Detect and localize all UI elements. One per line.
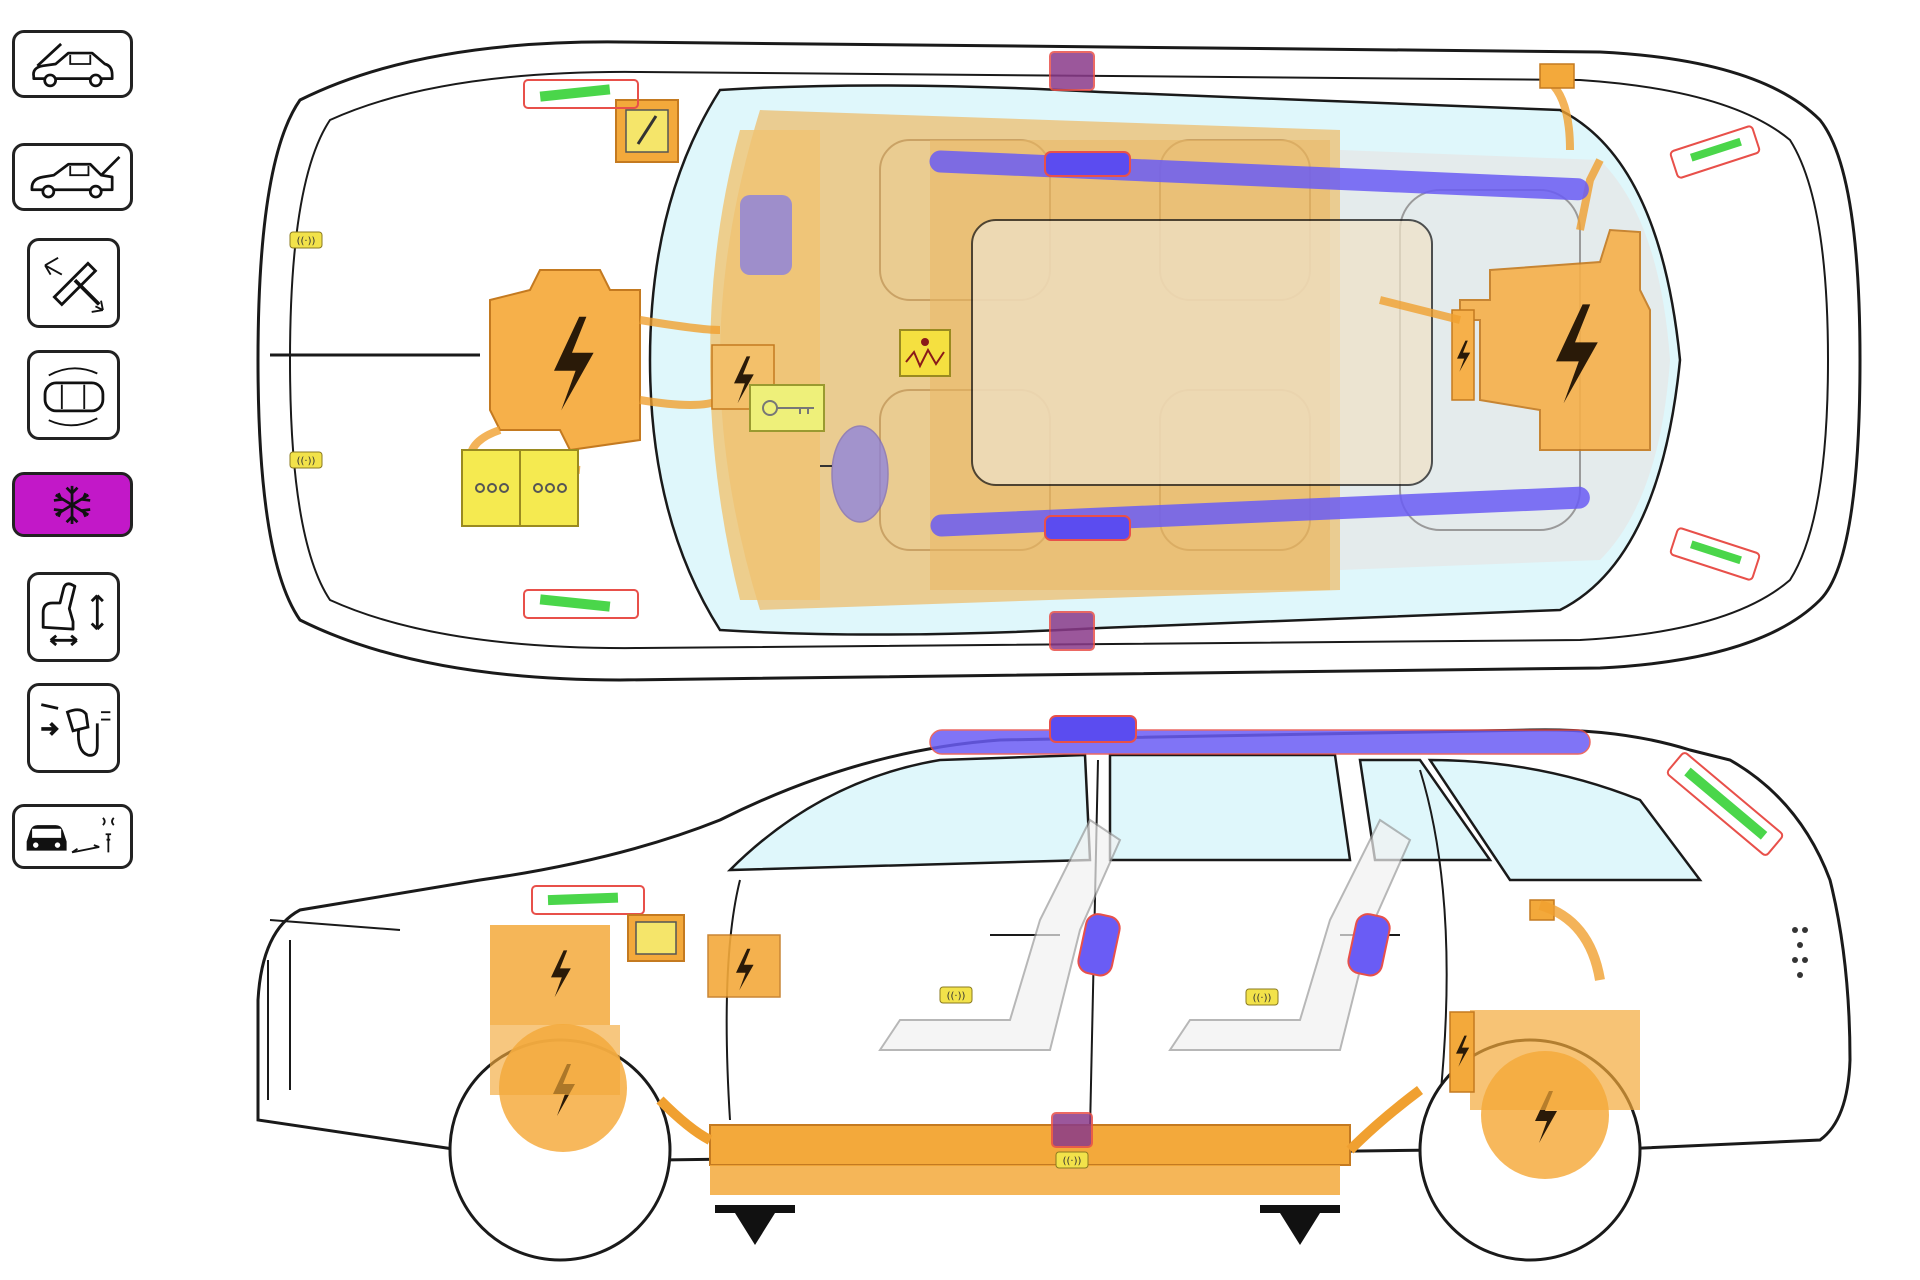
front-fascia: [267, 919, 401, 1100]
floor-battery-side: [656, 900, 1605, 1195]
charging-connector-button[interactable]: [27, 683, 120, 773]
front-side-window: [726, 753, 1092, 872]
tailgate-strut: [1684, 767, 1768, 840]
curtain-inflator-side: [1049, 715, 1137, 743]
side-view: [256, 715, 1852, 1262]
hood-release-button[interactable]: [12, 30, 133, 98]
car-hood-open-icon: [32, 42, 114, 88]
lifting-point-icon: [715, 1205, 1340, 1245]
keyless-access-button[interactable]: [12, 804, 133, 869]
front-seat-side-airbag: [1077, 913, 1121, 977]
curtain-airbags-top: [929, 150, 1590, 541]
rear-motor-hv: [1451, 228, 1651, 451]
top-view: [256, 40, 1862, 682]
12v-battery-pair: [461, 449, 579, 527]
car-trunk-open-icon: [30, 155, 121, 199]
b-pillar-pretensioner-side: [1051, 1112, 1093, 1148]
smart-key-icon: [749, 384, 825, 432]
pressure-cylinder-icon: [820, 425, 889, 523]
car-top-view-icon: [43, 367, 105, 427]
hood-strut-frame-side: [531, 885, 645, 915]
steering-column-button[interactable]: [27, 238, 120, 328]
rear-seat-side-airbag: [1347, 913, 1391, 977]
front-hv-blocks-side: [490, 925, 781, 1095]
rear-side-window: [1108, 753, 1352, 862]
car-key-distance-icon: [26, 817, 115, 854]
rear-hv-tag-top: [1539, 63, 1575, 89]
seat-adjust-icon: [41, 582, 104, 647]
front-motor-hv: [489, 269, 641, 452]
hood-strut-side: [547, 892, 619, 906]
airbag-control-unit-icon: [899, 329, 951, 377]
trunk-release-button[interactable]: [12, 143, 133, 211]
rear-hv-blocks-side: [1449, 899, 1640, 1110]
side-seats: [878, 818, 1412, 1051]
front-airbag-driver: [740, 195, 792, 275]
top-body-inner-line: [288, 70, 1830, 650]
gas-struts-top: [523, 79, 1761, 619]
top-view-car-button[interactable]: [27, 350, 120, 440]
rear-lamp-dots: [1792, 927, 1808, 978]
icon-sidebar: [0, 0, 150, 1280]
panoramic-sunroof: [971, 219, 1433, 486]
air-conditioning-button[interactable]: [12, 472, 133, 537]
roof-curtain-airbag-side: [929, 729, 1591, 755]
snowflake-icon: [53, 485, 91, 525]
rear-window: [1427, 758, 1703, 882]
seat-adjust-button[interactable]: [27, 572, 120, 662]
tailgate-strut-frame: [1666, 752, 1784, 856]
b-pillar-pretensioners-top: [1049, 51, 1095, 651]
ev-charging-plug-icon: [40, 703, 111, 757]
steering-wheel-adjust-icon: [44, 256, 104, 313]
